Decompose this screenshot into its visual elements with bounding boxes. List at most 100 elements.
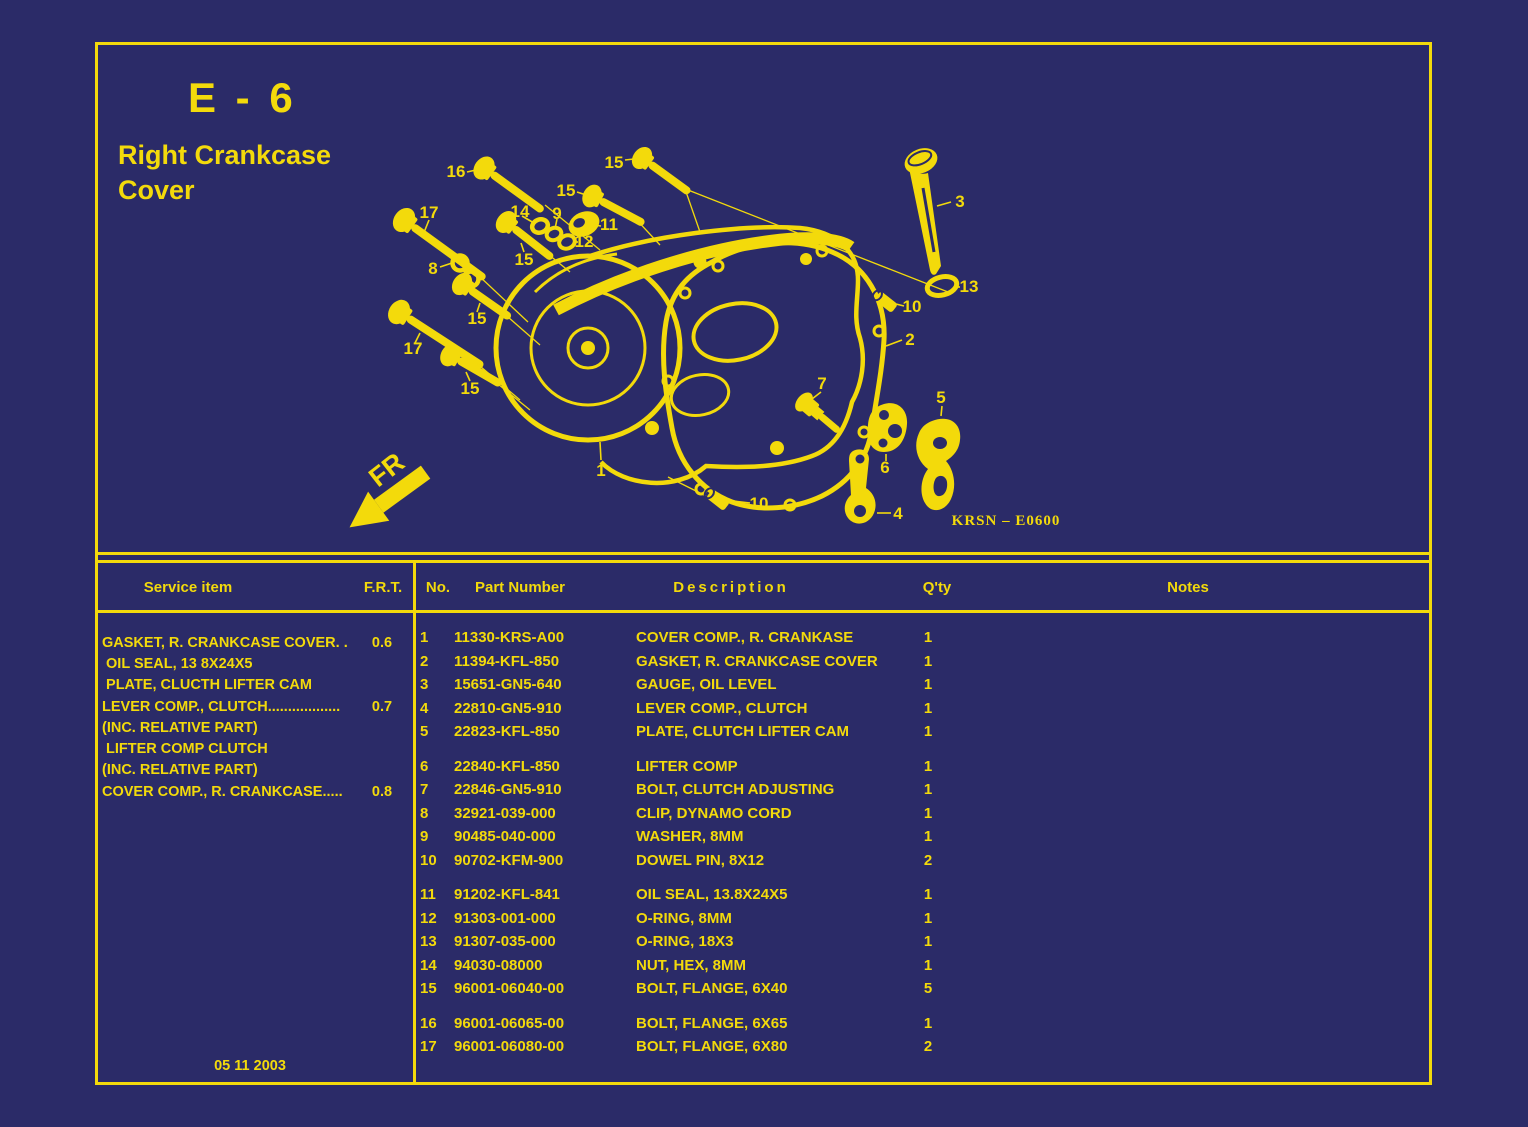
part-qty: 1 [923,933,933,951]
part-qty: 1 [923,629,933,647]
page-title: Right Crankcase Cover [118,138,331,208]
page-title-line2: Cover [118,175,195,205]
part-qty: 1 [923,676,933,694]
service-item-list: GASKET, R. CRANKCASE COVER. . 0.6 OIL SE… [102,632,408,802]
service-row: PLATE, CLUCTH LIFTER CAM [102,675,408,696]
service-row: (INC. RELATIVE PART) [102,760,408,781]
part-no: 17 [420,1038,437,1056]
parts-row: 3 15651-GN5-640 GAUGE, OIL LEVEL 1 [420,673,1428,697]
divider-line [98,552,1429,555]
parts-row: 9 90485-040-000 WASHER, 8MM 1 [420,825,1428,849]
part-description: BOLT, FLANGE, 6X40 [636,980,788,998]
part-number: 91303-001-000 [454,909,556,927]
service-item-name: PLATE, CLUCTH LIFTER CAM [102,677,312,694]
part-number: 11330-KRS-A00 [454,629,565,647]
service-item-frt: 0.7 [371,698,393,715]
parts-row: 2 11394-KFL-850 GASKET, R. CRANKCASE COV… [420,650,1428,674]
part-description: GAUGE, OIL LEVEL [636,676,777,694]
part-no: 4 [420,699,429,717]
header-description: Description [673,579,789,596]
part-description: COVER COMP., R. CRANKASE [636,629,854,647]
part-number: 32921-039-000 [454,804,556,822]
part-no: 8 [420,804,429,822]
part-description: WASHER, 8MM [636,828,744,846]
parts-row: 11 91202-KFL-841 OIL SEAL, 13.8X24X5 1 [420,883,1428,907]
parts-row: 7 22846-GN5-910 BOLT, CLUTCH ADJUSTING 1 [420,778,1428,802]
part-no: 9 [420,828,429,846]
part-qty: 1 [923,652,933,670]
part-qty: 1 [923,909,933,927]
service-row: LIFTER COMP CLUTCH [102,738,408,759]
part-no: 5 [420,723,429,741]
parts-row: 17 96001-06080-00 BOLT, FLANGE, 6X80 2 [420,1035,1428,1059]
part-number: 96001-06040-00 [454,980,565,998]
parts-row: 15 96001-06040-00 BOLT, FLANGE, 6X40 5 [420,977,1428,1001]
parts-row: 14 94030-08000 NUT, HEX, 8MM 1 [420,954,1428,978]
header-qty: Q'ty [922,579,952,596]
part-description: BOLT, FLANGE, 6X80 [636,1038,788,1056]
part-qty: 1 [923,723,933,741]
part-number: 90485-040-000 [454,828,556,846]
parts-row: 16 96001-06065-00 BOLT, FLANGE, 6X65 1 [420,1012,1428,1036]
service-row: COVER COMP., R. CRANKCASE..... 0.8 [102,781,408,802]
part-qty: 2 [923,851,933,869]
part-qty: 1 [923,804,933,822]
part-no: 10 [420,851,437,869]
part-qty: 1 [923,886,933,904]
column-divider-line [413,561,416,1083]
parts-row: 10 90702-KFM-900 DOWEL PIN, 8X12 2 [420,849,1428,873]
part-qty: 2 [923,1038,933,1056]
part-description: LEVER COMP., CLUTCH [636,699,808,717]
part-qty: 1 [923,699,933,717]
part-description: LIFTER COMP [636,757,738,775]
part-no: 16 [420,1014,437,1032]
part-number: 22810-GN5-910 [454,699,562,717]
part-number: 11394-KFL-850 [454,652,560,670]
part-number: 90702-KFM-900 [454,851,564,869]
part-number: 91307-035-000 [454,933,556,951]
parts-list: 1 11330-KRS-A00 COVER COMP., R. CRANKASE… [420,626,1428,1059]
part-number: 94030-08000 [454,956,543,974]
service-item-name: COVER COMP., R. CRANKCASE..... [102,783,343,800]
part-number: 22846-GN5-910 [454,781,562,799]
part-description: O-RING, 18X3 [636,933,734,951]
service-item-frt: 0.8 [371,783,393,800]
part-no: 7 [420,781,429,799]
part-qty: 1 [923,1014,933,1032]
part-description: GASKET, R. CRANKCASE COVER [636,652,878,670]
parts-row: 8 32921-039-000 CLIP, DYNAMO CORD 1 [420,802,1428,826]
service-item-name: (INC. RELATIVE PART) [102,762,258,779]
part-no: 11 [420,886,436,904]
part-number: 15651-GN5-640 [454,676,562,694]
service-item-name: (INC. RELATIVE PART) [102,719,258,736]
header-service-item: Service item [143,579,233,596]
part-description: CLIP, DYNAMO CORD [636,804,792,822]
part-no: 6 [420,757,429,775]
service-row: (INC. RELATIVE PART) [102,717,408,738]
part-no: 1 [420,629,429,647]
issue-date: 05 11 2003 [214,1058,286,1074]
parts-row: 1 11330-KRS-A00 COVER COMP., R. CRANKASE… [420,626,1428,650]
part-no: 3 [420,676,429,694]
page-code: E - 6 [188,74,297,121]
part-no: 13 [420,933,437,951]
part-no: 14 [420,956,437,974]
header-notes: Notes [1167,579,1209,596]
part-description: BOLT, FLANGE, 6X65 [636,1014,788,1032]
parts-row: 12 91303-001-000 O-RING, 8MM 1 [420,907,1428,931]
part-qty: 1 [923,956,933,974]
table-top-line [98,560,1429,563]
part-number: 22823-KFL-850 [454,723,560,741]
part-no: 12 [420,909,437,927]
part-description: O-RING, 8MM [636,909,732,927]
service-row: OIL SEAL, 13 8X24X5 [102,653,408,674]
parts-row: 6 22840-KFL-850 LIFTER COMP 1 [420,755,1428,779]
parts-row: 13 91307-035-000 O-RING, 18X3 1 [420,930,1428,954]
part-no: 15 [420,980,437,998]
part-number: 96001-06080-00 [454,1038,565,1056]
service-item-name: GASKET, R. CRANKCASE COVER. . [102,634,348,651]
part-description: BOLT, CLUTCH ADJUSTING [636,781,835,799]
header-frt: F.R.T. [363,579,403,596]
part-number: 91202-KFL-841 [454,886,560,904]
header-part-number: Part Number [474,579,566,596]
